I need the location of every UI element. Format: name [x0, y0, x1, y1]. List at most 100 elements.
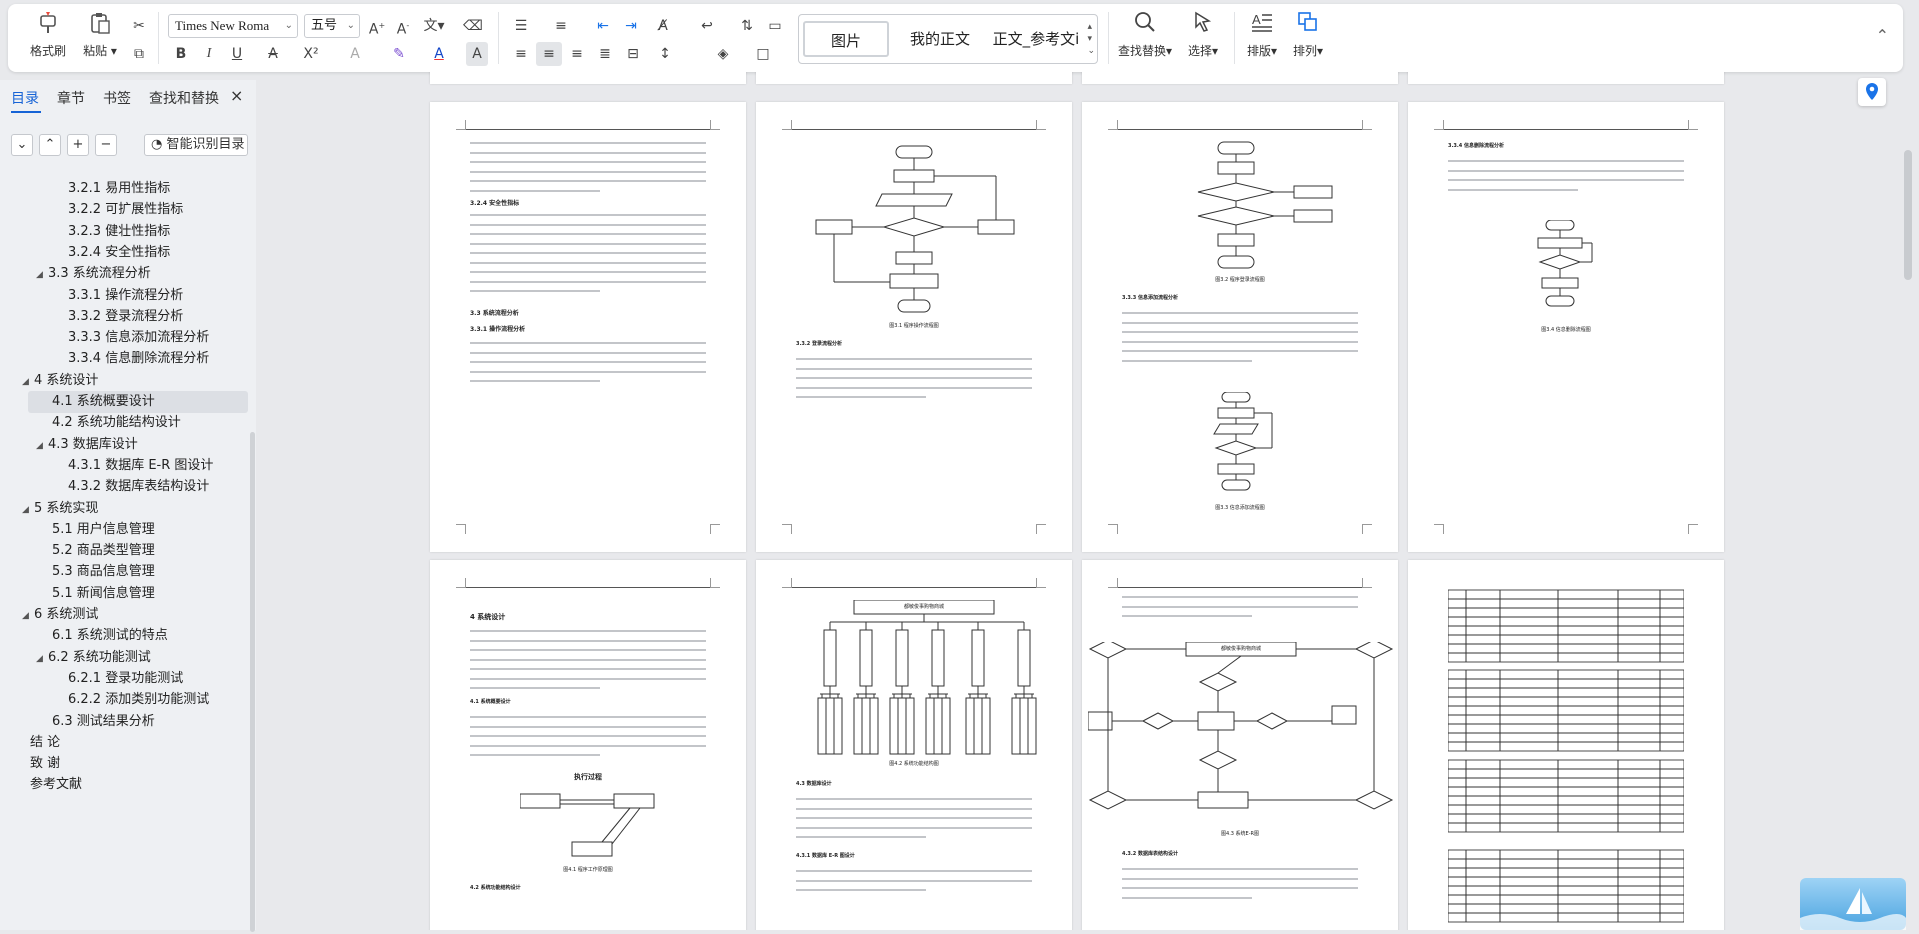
bold-icon[interactable]: B: [175, 46, 187, 62]
font-size-select[interactable]: 五号⌄: [304, 14, 360, 38]
text-line: [796, 807, 1032, 810]
toc-item[interactable]: ◢4.3 数据库设计: [36, 434, 138, 456]
toc-item[interactable]: 3.3.2 登录流程分析: [68, 306, 183, 328]
text-direction-icon[interactable]: A̸: [658, 18, 668, 34]
text-line: [470, 668, 706, 670]
toc-item[interactable]: 6.2.2 添加类别功能测试: [68, 689, 209, 711]
toc-item[interactable]: 3.3.4 信息删除流程分析: [68, 348, 209, 370]
char-shading-icon[interactable]: A: [466, 42, 488, 66]
align-right-icon[interactable]: ≡: [571, 46, 583, 62]
toc-item[interactable]: 3.2.1 易用性指标: [68, 178, 170, 200]
location-pin-icon[interactable]: [1858, 78, 1886, 106]
toc-item[interactable]: 5.3 商品信息管理: [52, 561, 155, 583]
sailboat-widget-icon[interactable]: [1800, 878, 1906, 930]
toc-item[interactable]: ◢5 系统实现: [22, 498, 98, 520]
decrease-indent-icon[interactable]: ⇤: [597, 18, 609, 34]
tab-find-replace[interactable]: 查找和替换: [149, 91, 219, 107]
document-scrollbar[interactable]: [1904, 150, 1912, 280]
toc-item[interactable]: ◢4 系统设计: [22, 370, 98, 392]
toc-item[interactable]: 4.3.2 数据库表结构设计: [68, 476, 209, 498]
style-item[interactable]: 图片: [803, 21, 889, 57]
style-item[interactable]: 我的正文: [909, 30, 970, 48]
collapse-all-icon[interactable]: ⌄: [11, 134, 33, 156]
toc-item[interactable]: 6.3 测试结果分析: [52, 711, 155, 733]
select-button[interactable]: 选择▾: [1180, 10, 1226, 68]
shading-icon[interactable]: ◈: [717, 46, 729, 62]
find-replace-button[interactable]: 查找替换▾: [1114, 10, 1176, 68]
smart-toc-button[interactable]: ◔ 智能识别目录: [144, 134, 248, 156]
tab-toc[interactable]: 目录: [11, 91, 39, 107]
cut-icon[interactable]: ✂: [133, 18, 145, 34]
justify-icon[interactable]: ≣: [599, 46, 611, 62]
expand-toggle-icon[interactable]: ◢: [36, 270, 43, 281]
arrange-button[interactable]: 排列▾: [1286, 10, 1330, 68]
toc-item[interactable]: 5.2 商品类型管理: [52, 540, 155, 562]
format-brush-button[interactable]: 格式刷: [22, 10, 74, 68]
align-left-icon[interactable]: ≡: [515, 46, 527, 62]
tab-bookmarks[interactable]: 书签: [103, 91, 131, 107]
sort-icon[interactable]: ⇅: [741, 18, 753, 34]
style-item[interactable]: 正文_参考文i: [992, 30, 1080, 48]
show-marks-icon[interactable]: ▭: [768, 18, 782, 34]
toc-item[interactable]: 4.2 系统功能结构设计: [52, 412, 181, 434]
tab-chapters[interactable]: 章节: [57, 91, 85, 107]
font-color-icon[interactable]: A: [434, 46, 444, 62]
text-line: [470, 223, 706, 226]
line-spacing-icon[interactable]: ↕: [659, 46, 671, 62]
toc-item[interactable]: 3.2.2 可扩展性指标: [68, 199, 183, 221]
italic-icon[interactable]: I: [206, 46, 212, 61]
distribute-icon[interactable]: ⊟: [627, 46, 639, 62]
toc-item[interactable]: 致 谢: [30, 753, 60, 775]
expand-toggle-icon[interactable]: ◢: [22, 504, 29, 515]
bullet-list-icon[interactable]: ☰: [514, 18, 528, 34]
toc-item[interactable]: 6.2.1 登录功能测试: [68, 668, 183, 690]
collapse-ribbon-icon[interactable]: ⌃: [1875, 26, 1889, 45]
shrink-font-icon[interactable]: A-: [396, 21, 410, 38]
toc-item[interactable]: 参考文献: [30, 774, 82, 796]
align-center-icon[interactable]: ≡: [536, 42, 562, 66]
phonetic-icon[interactable]: 文▾: [423, 18, 445, 34]
toc-item[interactable]: ◢3.3 系统流程分析: [36, 263, 151, 285]
toc-item[interactable]: 5.1 用户信息管理: [52, 519, 155, 541]
toc-item[interactable]: 3.3.3 信息添加流程分析: [68, 327, 209, 349]
expand-toggle-icon[interactable]: ◢: [22, 376, 29, 387]
toc-item[interactable]: 5.1 新闻信息管理: [52, 583, 155, 605]
toc-item[interactable]: 3.2.4 安全性指标: [68, 242, 170, 264]
text-line: [470, 658, 706, 661]
expand-toggle-icon[interactable]: ◢: [36, 440, 43, 451]
highlight-icon[interactable]: ✎: [393, 46, 405, 62]
increase-indent-icon[interactable]: ⇥: [625, 18, 637, 34]
layout-button[interactable]: A 排版▾: [1240, 10, 1284, 68]
text-line: [1448, 169, 1684, 172]
toc-item[interactable]: 6.1 系统测试的特点: [52, 625, 168, 647]
strikethrough-icon[interactable]: A: [268, 46, 278, 62]
copy-icon[interactable]: ⧉: [134, 46, 144, 62]
toc-item[interactable]: 4.3.1 数据库 E-R 图设计: [68, 455, 213, 477]
text-line: [470, 361, 706, 363]
close-icon[interactable]: ×: [230, 86, 244, 105]
superscript-icon[interactable]: X²: [303, 46, 319, 62]
grow-font-icon[interactable]: A+: [368, 21, 386, 38]
paste-button[interactable]: 粘贴 ▾: [74, 10, 126, 68]
underline-icon[interactable]: U: [231, 46, 243, 62]
move-up-icon[interactable]: ⌃: [39, 134, 61, 156]
toc-item[interactable]: 结 论: [30, 732, 60, 754]
remove-icon[interactable]: −: [95, 134, 117, 156]
add-icon[interactable]: +: [67, 134, 89, 156]
border-icon[interactable]: □: [756, 46, 770, 62]
expand-toggle-icon[interactable]: ◢: [36, 653, 43, 664]
clear-format-icon[interactable]: ⌫: [463, 18, 483, 34]
expand-toggle-icon[interactable]: ◢: [22, 611, 29, 621]
toc-item[interactable]: 3.2.3 健壮性指标: [68, 221, 170, 243]
toc-item[interactable]: 4.1 系统概要设计: [28, 391, 248, 413]
style-scroll-icon[interactable]: ▴▾⌄: [1087, 22, 1095, 56]
text-effect-icon[interactable]: A: [350, 46, 360, 62]
line-break-icon[interactable]: ↩: [701, 18, 713, 34]
numbered-list-icon[interactable]: ≡: [555, 18, 567, 34]
toc-item[interactable]: ◢6 系统测试: [22, 604, 98, 626]
font-name-select[interactable]: Times New Roma⌄: [168, 14, 298, 38]
panel-scrollbar[interactable]: [250, 432, 255, 932]
toc-item[interactable]: 3.3.1 操作流程分析: [68, 285, 183, 307]
toc-item[interactable]: ◢6.2 系统功能测试: [36, 647, 151, 669]
